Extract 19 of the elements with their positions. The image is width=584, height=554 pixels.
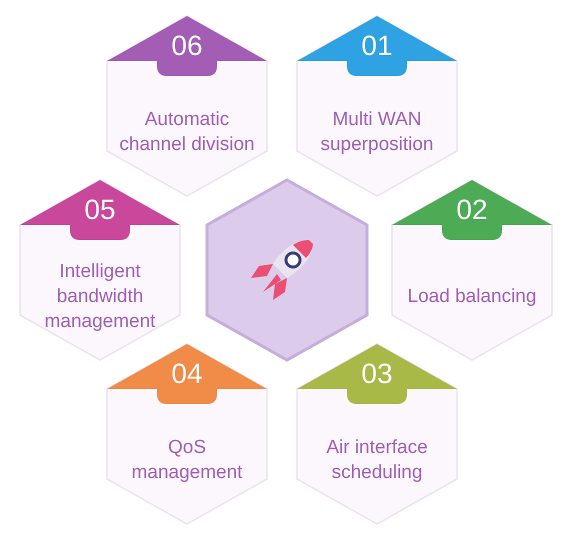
step-number: 01 xyxy=(360,29,394,63)
feature-label: Air interface scheduling xyxy=(325,436,429,485)
step-number: 04 xyxy=(170,357,204,391)
step-number: 06 xyxy=(170,29,204,63)
hexagon-card xyxy=(105,342,269,526)
feature-label: Multi WAN superposition xyxy=(319,108,435,157)
feature-label: QoS management xyxy=(130,436,244,485)
step-number: 02 xyxy=(455,193,489,227)
center-hexagon xyxy=(205,178,369,362)
feature-label: Automatic channel division xyxy=(119,108,255,157)
step-number: 03 xyxy=(360,357,394,391)
feature-label: Load balancing xyxy=(408,284,536,308)
hexagon-card xyxy=(105,14,269,198)
step-number: 05 xyxy=(83,193,117,227)
feature-label: Intelligent bandwidth management xyxy=(44,260,156,334)
hexagon-card xyxy=(295,342,459,526)
hexagon-card xyxy=(390,178,554,362)
hexagon-card xyxy=(18,178,182,362)
hexagon-card xyxy=(295,14,459,198)
